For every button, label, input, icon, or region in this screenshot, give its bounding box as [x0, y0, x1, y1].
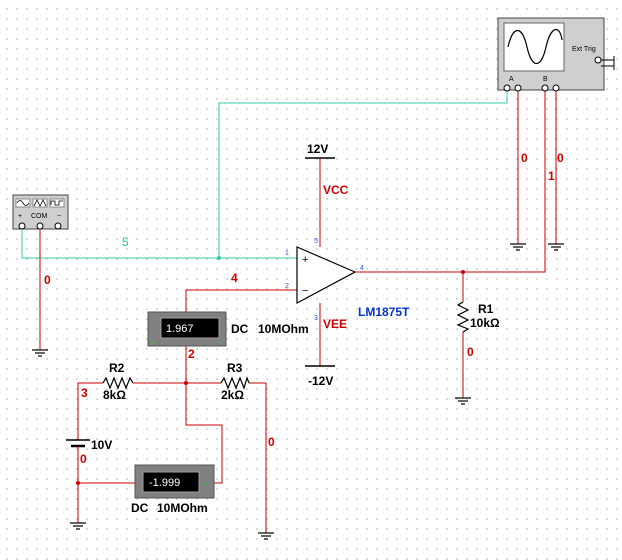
ground-icon [548, 243, 564, 251]
vcc-value: 12V [307, 142, 328, 156]
meter2-reading: -1.999 [149, 477, 180, 489]
pin-5-label: 5 [314, 238, 318, 245]
junctions [76, 256, 465, 485]
function-generator[interactable]: + COM − [12, 194, 69, 230]
scope-a-plus-terminal [503, 84, 511, 92]
ground-icon [70, 522, 86, 530]
scope-ch-a-label: A [509, 76, 514, 83]
wire-to-scope-a[interactable] [218, 90, 508, 258]
resistor-r2[interactable]: R2 8kΩ [102, 361, 134, 402]
meter1-plus-terminal: + [151, 338, 156, 347]
scope-b-minus-terminal [552, 84, 560, 92]
fgen-minus-label: − [57, 213, 61, 220]
net-label-3: 3 [81, 386, 88, 400]
battery-value: 10V [91, 438, 112, 452]
wire-net-2-to-meter2[interactable] [185, 383, 223, 484]
junction-output [461, 270, 465, 274]
r3-ref: R3 [227, 361, 243, 375]
multimeter-1[interactable]: 1.967 + - DC 10MOhm [147, 311, 309, 347]
junction-net-2 [184, 381, 188, 385]
opamp-plus-sign: + [302, 254, 308, 266]
meter2-resistance: 10MOhm [157, 501, 208, 515]
fgen-minus-terminal [54, 222, 62, 230]
wire-r3-right[interactable] [249, 382, 267, 533]
fgen-com-label: COM [31, 213, 48, 220]
scope-ch-b-label: B [543, 76, 548, 83]
meter1-mode: DC [231, 322, 249, 336]
resistor-r1[interactable]: R1 10kΩ [456, 301, 500, 333]
wire-net-5[interactable] [21, 230, 297, 259]
net-label-scope-a: 0 [521, 151, 528, 165]
meter1-display [160, 317, 220, 339]
net-label-output: 1 [548, 169, 555, 183]
opamp-minus-sign: − [302, 285, 308, 297]
r1-ref: R1 [478, 302, 494, 316]
meter2-minus-terminal: - [138, 467, 141, 476]
wire-net-4[interactable] [185, 289, 297, 312]
meter2-mode: DC [131, 501, 149, 515]
meter1-reading: 1.967 [166, 323, 194, 335]
pin-4-label: 4 [360, 265, 364, 272]
scope-ext-trig-terminal [594, 56, 602, 64]
wires [21, 88, 557, 533]
pin-3-label: 3 [314, 315, 318, 322]
opamp-name: LM1875T [358, 305, 410, 319]
vcc-supply[interactable]: 12V VCC [305, 142, 349, 197]
net-label-fgen-com: 0 [44, 273, 51, 287]
grounds [32, 243, 564, 540]
vee-supply[interactable]: -12V VEE [305, 317, 347, 388]
fgen-com-terminal [36, 222, 44, 230]
net-label-battery: 0 [80, 452, 87, 466]
net-label-r1: 0 [467, 345, 474, 359]
r3-value: 2kΩ [221, 388, 244, 402]
resistor-r3[interactable]: R3 2kΩ [220, 361, 250, 402]
net-label-5: 5 [122, 235, 129, 249]
pin-1-label: 1 [285, 250, 289, 257]
scope-ext-trig-label: Ext Trig [572, 46, 596, 53]
multimeter-2[interactable]: -1.999 - + DC 10MOhm [131, 464, 215, 515]
meter1-resistance: 10MOhm [258, 322, 309, 336]
ground-icon [32, 349, 48, 357]
meter1-minus-terminal: - [219, 338, 222, 347]
junction-net-5 [217, 256, 221, 260]
net-label-2: 2 [188, 347, 195, 361]
r2-ref: R2 [109, 361, 125, 375]
triangle-wave-icon [33, 199, 47, 207]
r2-value: 8kΩ [103, 388, 126, 402]
r1-value: 10kΩ [470, 316, 500, 330]
vee-name: VEE [323, 317, 347, 331]
scope-b-plus-terminal [541, 84, 549, 92]
vee-value: -12V [308, 374, 333, 388]
fgen-plus-label: + [18, 213, 22, 220]
scope-a-minus-terminal [514, 84, 522, 92]
pin-2-label: 2 [285, 283, 289, 290]
fgen-plus-terminal [18, 222, 26, 230]
meter2-plus-terminal: + [203, 479, 208, 488]
net-label-r3: 0 [268, 435, 275, 449]
meter2-display [142, 471, 200, 493]
square-wave-icon [50, 200, 63, 206]
ground-icon [510, 243, 526, 251]
junction-battery-neg [76, 481, 80, 485]
net-label-scope-b: 0 [557, 151, 564, 165]
wire-output-net-1[interactable] [355, 88, 546, 273]
scope-waveform-icon [507, 29, 563, 65]
net-label-4: 4 [231, 271, 238, 285]
battery-10v[interactable]: 10V [66, 433, 112, 452]
oscilloscope[interactable]: Ext Trig A B [497, 17, 615, 92]
ground-icon [455, 397, 471, 405]
ground-icon [258, 532, 274, 540]
vcc-name: VCC [323, 183, 349, 197]
opamp-lm1875t[interactable]: + − 1 2 4 5 3 LM1875T [285, 238, 410, 322]
net-labels: 0 0 1 5 0 4 2 3 0 0 0 [44, 151, 564, 466]
wire-r2-left[interactable] [77, 382, 103, 433]
sine-wave-icon [16, 200, 30, 206]
